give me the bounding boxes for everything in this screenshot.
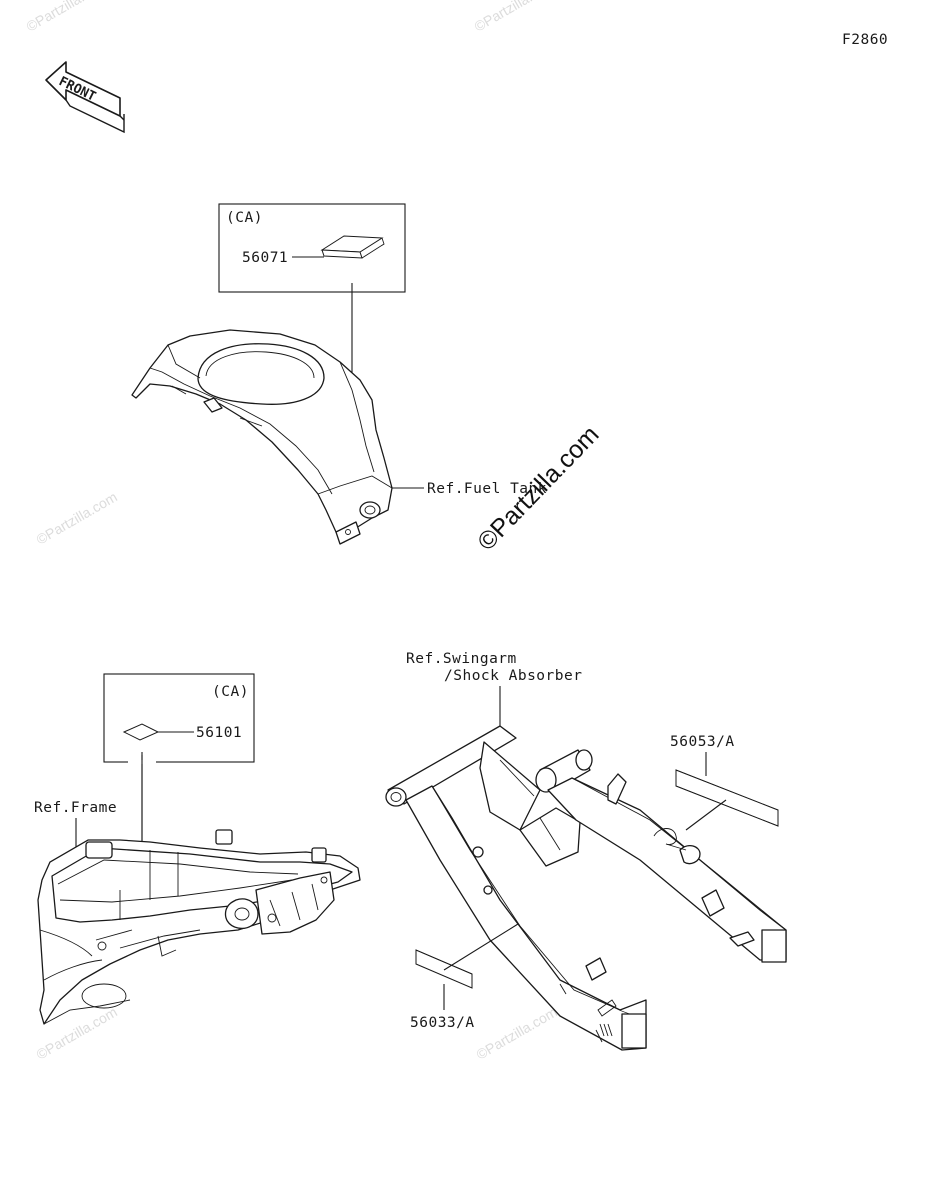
tank-cover-group: (CA) 56071 Ref.Fuel Tank: [131, 203, 547, 545]
swingarm-illustration: [385, 725, 787, 1051]
swingarm-group: Ref.Swingarm /Shock Absorber: [385, 651, 787, 1051]
callout-box-ca: [218, 203, 406, 293]
region-label: (CA): [226, 210, 263, 226]
front-direction-arrow-icon: FRONT: [45, 61, 125, 134]
fuel-tank-cover-illustration: [131, 329, 393, 545]
part-number-label-lower: 56033/A: [410, 1015, 475, 1031]
reference-label-line1: Ref.Swingarm: [406, 651, 517, 667]
diagram-code: F2860: [842, 32, 888, 48]
label-decal-56033a[interactable]: [415, 949, 473, 989]
region-label: (CA): [212, 684, 249, 700]
watermark: ©Partzilla.com: [472, 0, 558, 35]
watermark: ©Partzilla.com: [24, 0, 110, 35]
reference-label-line2: /Shock Absorber: [444, 668, 582, 684]
label-decal-56101[interactable]: [122, 723, 160, 741]
part-number-label: 56101: [196, 725, 242, 741]
label-decal-56053a[interactable]: [675, 769, 779, 827]
watermark: ©Partzilla.com: [474, 1004, 560, 1063]
frame-group: (CA) 56101 Ref.Frame: [34, 673, 361, 1025]
part-number-label-upper: 56053/A: [670, 734, 735, 750]
frame-illustration: [37, 829, 361, 1025]
label-decal-56071[interactable]: [320, 235, 385, 259]
reference-label: Ref.Fuel Tank: [427, 481, 547, 497]
part-number-label: 56071: [242, 250, 288, 266]
callout-box-ca: [103, 673, 255, 763]
reference-label: Ref.Frame: [34, 800, 117, 816]
watermark: ©Partzilla.com: [34, 489, 120, 548]
